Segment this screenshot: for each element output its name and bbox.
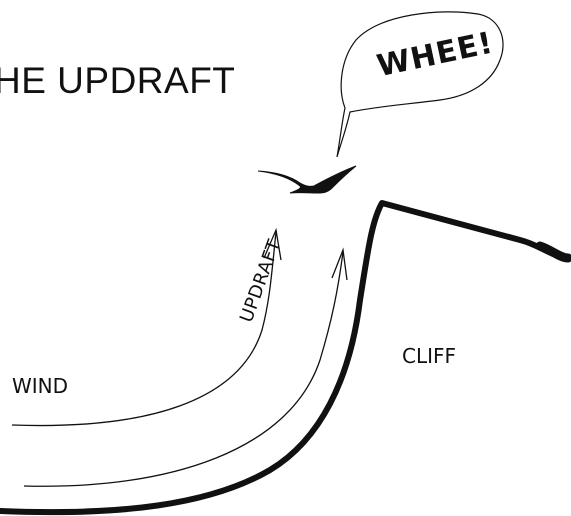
arrowhead-upper [263,227,282,261]
wind-label: WIND [12,374,69,398]
cliff-outline [0,200,571,516]
page-title: HE UPDRAFT [0,60,236,101]
wind-arrow-lower [23,251,344,487]
arrowhead-lower [331,247,348,281]
speech-bubble [336,11,504,158]
cliff-edge-tip [535,241,571,263]
cliff-label: CLIFF [402,344,457,368]
bird-icon [257,165,357,194]
wind-arrow-upper [11,231,277,427]
